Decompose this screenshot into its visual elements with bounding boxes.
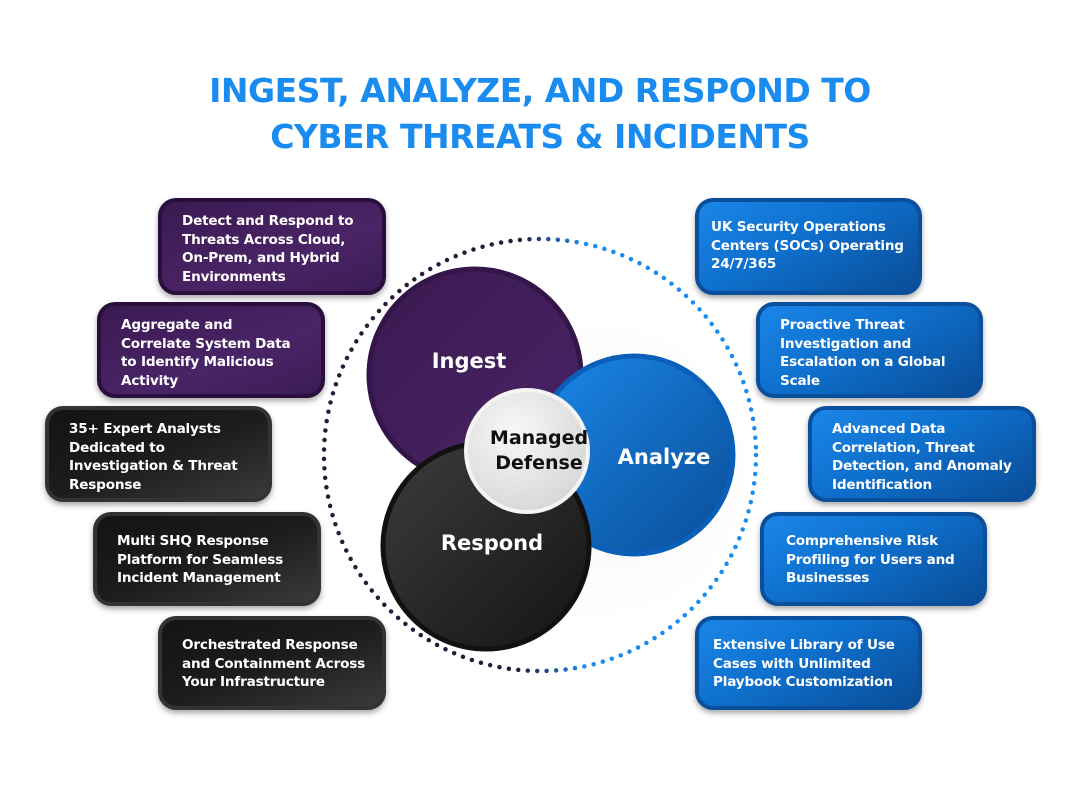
- analyze-label: Analyze: [618, 445, 711, 469]
- capability-box-left-2: Aggregate and Correlate System Data to I…: [97, 302, 325, 398]
- title-line-2: CYBER THREATS & INCIDENTS: [270, 117, 810, 156]
- capability-box-left-4: Multi SHQ Response Platform for Seamless…: [93, 512, 321, 606]
- box-text-line: Correlate System Data: [121, 335, 291, 352]
- box-text-line: Identification: [832, 476, 933, 493]
- box-text-line: Centers (SOCs) Operating: [711, 237, 904, 254]
- box-text-line: 35+ Expert Analysts: [69, 421, 221, 437]
- core-label-line-1: Managed: [490, 427, 588, 449]
- box-text-line: Profiling for Users and: [786, 551, 955, 568]
- capability-box-right-5: Extensive Library of Use Cases with Unli…: [695, 616, 922, 710]
- box-text-line: Comprehensive Risk: [786, 533, 938, 549]
- box-text-line: UK Security Operations: [711, 219, 886, 235]
- box-text-line: to Identify Malicious: [121, 354, 274, 370]
- box-text-line: Investigation & Threat: [69, 458, 238, 474]
- dotted-ring: [321, 236, 759, 674]
- page-title: INGEST, ANALYZE, AND RESPOND TO CYBER TH…: [0, 68, 1080, 160]
- capability-box-right-4: Comprehensive Risk Profiling for Users a…: [760, 512, 987, 606]
- box-text-line: Escalation on a Global: [780, 354, 946, 370]
- box-text-line: Orchestrated Response: [182, 637, 358, 653]
- box-text-line: Dedicated to: [69, 439, 165, 456]
- title-line-1: INGEST, ANALYZE, AND RESPOND TO: [209, 71, 871, 110]
- box-text-line: Incident Management: [117, 570, 281, 586]
- box-text-line: Businesses: [786, 570, 870, 586]
- box-text-line: Multi SHQ Response: [117, 533, 269, 549]
- box-text-line: Response: [69, 476, 142, 493]
- box-text-line: Scale: [780, 372, 820, 389]
- box-text-line: Threats Across Cloud,: [182, 231, 346, 248]
- box-text-line: Environments: [182, 268, 286, 285]
- capability-box-left-5: Orchestrated Response and Containment Ac…: [158, 616, 386, 710]
- box-text-line: and Containment Across: [182, 655, 366, 672]
- capability-box-left-3: 35+ Expert Analysts Dedicated to Investi…: [45, 406, 272, 502]
- box-text-line: Proactive Threat: [780, 317, 905, 333]
- box-text-line: On-Prem, and Hybrid: [182, 250, 340, 266]
- capability-box-right-2: Proactive Threat Investigation and Escal…: [756, 302, 983, 398]
- box-text-line: 24/7/365: [711, 256, 777, 272]
- managed-defense-circle: [464, 388, 590, 514]
- box-text-line: Aggregate and: [121, 317, 233, 333]
- box-text-line: Activity: [121, 372, 179, 389]
- box-text-line: Investigation and: [780, 335, 912, 352]
- box-text-line: Detection, and Anomaly: [832, 458, 1012, 474]
- box-text-line: Playbook Customization: [713, 674, 893, 690]
- capability-box-left-1: Detect and Respond to Threats Across Clo…: [158, 198, 386, 295]
- box-text-line: Extensive Library of Use: [713, 637, 895, 653]
- box-text-line: Correlation, Threat: [832, 439, 975, 456]
- ingest-label: Ingest: [432, 349, 507, 373]
- capability-box-right-1: UK Security Operations Centers (SOCs) Op…: [695, 198, 922, 295]
- box-text-line: Cases with Unlimited: [713, 655, 871, 672]
- box-text-line: Platform for Seamless: [117, 551, 284, 568]
- core-label-line-2: Defense: [495, 452, 583, 474]
- box-text-line: Detect and Respond to: [182, 213, 354, 229]
- box-text-line: Your Infrastructure: [182, 674, 325, 690]
- respond-label: Respond: [441, 531, 543, 555]
- box-text-line: Advanced Data: [832, 421, 946, 437]
- capability-box-right-3: Advanced Data Correlation, Threat Detect…: [808, 406, 1036, 502]
